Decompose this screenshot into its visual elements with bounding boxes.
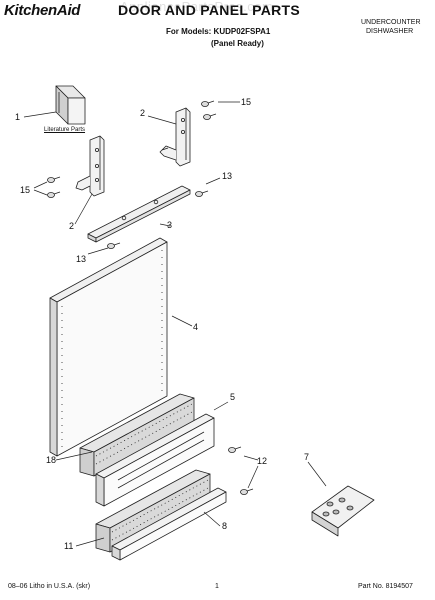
category-line-1: UNDERCOUNTER [361,19,421,26]
literature-booklet [55,85,86,125]
callout-4: 4 [193,322,199,332]
callout-11: 11 [64,541,74,551]
leader-lines [23,101,327,547]
callout-3: 3 [167,220,173,230]
insulation-strip-lower [95,469,211,553]
toe-panel-upper [95,413,215,507]
door-panel [49,237,168,457]
callout-18: 18 [46,455,57,465]
watermark: AppliancePartsPros.com [120,0,274,14]
footer-page-number: 1 [215,583,219,590]
callout-15-left: 15 [20,185,31,195]
callout-13-upper: 13 [222,171,233,181]
callout-1: 1 [15,112,21,122]
screw-15-left [47,176,61,198]
toe-panel-lower [111,487,227,561]
screw-12 [228,446,254,495]
callout-8: 8 [222,521,228,531]
hardware-bag [311,485,375,537]
screw-15-upper [201,100,217,120]
top-channel [87,185,191,243]
hinge-bracket-left [75,135,105,197]
hinge-bracket-right [159,107,191,167]
callout-13-lower: 13 [76,254,87,264]
screw-13-upper [195,190,209,197]
callout-7: 7 [304,452,310,462]
callout-12: 12 [257,456,268,466]
page-title: DOOR AND PANEL PARTS [118,2,301,18]
callout-2-upper: 2 [140,108,146,118]
callout-5: 5 [230,392,236,402]
literature-parts-label: Literature Parts [44,127,86,133]
brand-logo: KitchenAid [4,2,81,19]
category-line-2: DISHWASHER [366,28,414,35]
panel-line: (Panel Ready) [211,39,264,48]
screw-13-lower [107,242,121,249]
models-line: For Models: KUDP02FSPA1 [166,27,271,36]
footer-part-number: Part No. 8194507 [358,583,413,590]
insulation-strip-upper [79,393,195,477]
callout-15-upper: 15 [241,97,252,107]
footer-litho: 08–06 Litho in U.S.A. (skr) [8,583,91,590]
callout-2-lower: 2 [69,221,75,231]
